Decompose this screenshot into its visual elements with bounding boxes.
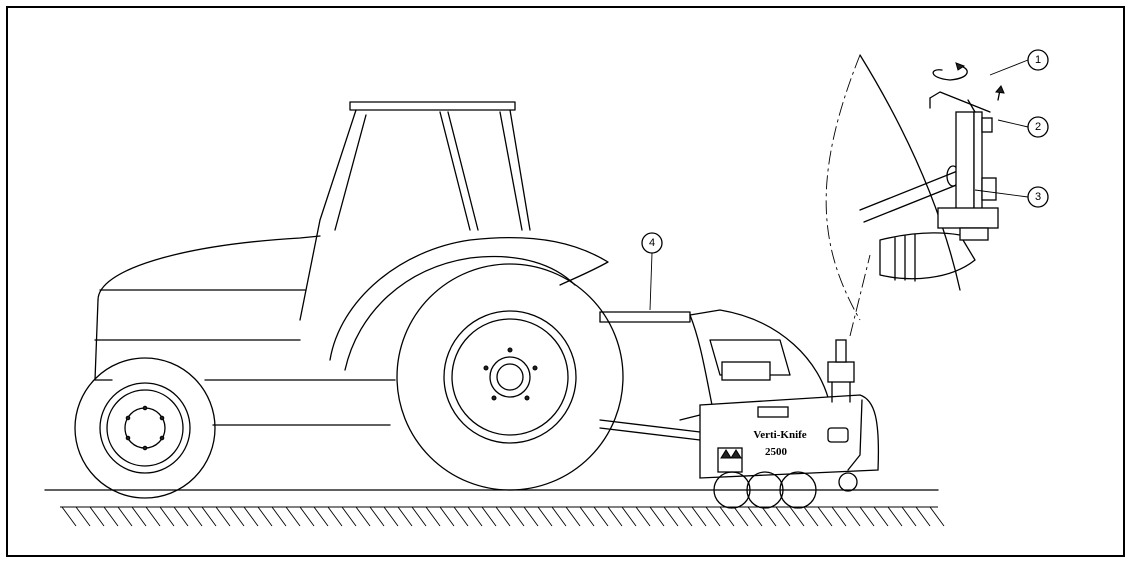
ground-hatch-line [817,506,833,527]
ground-hatch-line [117,506,133,527]
ground-hatch-line [61,506,77,527]
ground-hatch-line [775,506,791,527]
ground-hatch-line [131,506,147,527]
ground-hatch-line [215,506,231,527]
ground-hatch-line [103,506,119,527]
ground-hatch-line [201,506,217,527]
svg-text:3: 3 [1035,191,1041,203]
ground-hatch-line [649,506,665,527]
ground-hatch-line [859,506,875,527]
ground-hatch-line [901,506,917,527]
ground [44,489,945,527]
ground-hatch-line [299,506,315,527]
ground-hatch-line [733,506,749,527]
ground-hatch-line [789,506,805,527]
ground-hatch-line [915,506,931,527]
drawing-frame [6,6,1125,557]
ground-hatch-line [313,506,329,527]
ground-hatch-line [187,506,203,527]
ground-hatch-line [355,506,371,527]
ground-hatch-line [705,506,721,527]
ground-hatch-line [453,506,469,527]
ground-hatch-line [145,506,161,527]
ground-hatch-line [481,506,497,527]
ground-hatch-line [173,506,189,527]
callout-4: 4 [641,232,663,311]
ground-hatch-line [719,506,735,527]
callout-3: 3 [974,186,1049,208]
verti-knife-implement: Verti-Knife 2500 [599,309,880,509]
ground-hatch-line [159,506,175,527]
ground-hatch-line [677,506,693,527]
ground-hatch-line [327,506,343,527]
ground-hatch-line [439,506,455,527]
ground-hatch-line [635,506,651,527]
ground-hatch-line [621,506,637,527]
ground-hatch-line [285,506,301,527]
ground-hatch-line [467,506,483,527]
ground-hatch-line [341,506,357,527]
svg-text:4: 4 [649,237,655,249]
machine-brand: Verti-Knife [753,429,806,441]
machine-model: 2500 [765,446,788,458]
ground-hatch-line [691,506,707,527]
ground-hatch-line [495,506,511,527]
ground-hatch-line [257,506,273,527]
ground-hatch-line [607,506,623,527]
ground-hatch-line [537,506,553,527]
ground-hatch-line [761,506,777,527]
ground-hatch-line [425,506,441,527]
ground-hatch-line [747,506,763,527]
detail-view-depth-crank [859,54,1005,291]
svg-text:1: 1 [1035,54,1041,66]
ground-hatch-line [369,506,385,527]
ground-hatch-line [845,506,861,527]
ground-hatch-line [887,506,903,527]
ground-hatch-line [383,506,399,527]
ground-hatch-line [75,506,91,527]
ground-hatch-line [663,506,679,527]
ground-hatch-line [803,506,819,527]
ground-hatch-line [271,506,287,527]
callout-1: 1 [989,49,1049,76]
ground-hatch-line [873,506,889,527]
ground-hatch-line [565,506,581,527]
ground-hatch-line [397,506,413,527]
ground-hatch-line [831,506,847,527]
ground-hatch-line [89,506,105,527]
ground-hatch-line [929,506,945,527]
ground-hatch-line [523,506,539,527]
ground-hatch-line [579,506,595,527]
svg-text:2: 2 [1035,121,1041,133]
ground-hatch-line [551,506,567,527]
ground-hatch-line [411,506,427,527]
tractor [74,101,624,499]
ground-hatch-line [243,506,259,527]
ground-hatch-line [229,506,245,527]
ground-hatch-line [509,506,525,527]
ground-hatch-line [593,506,609,527]
callout-2: 2 [997,116,1049,138]
